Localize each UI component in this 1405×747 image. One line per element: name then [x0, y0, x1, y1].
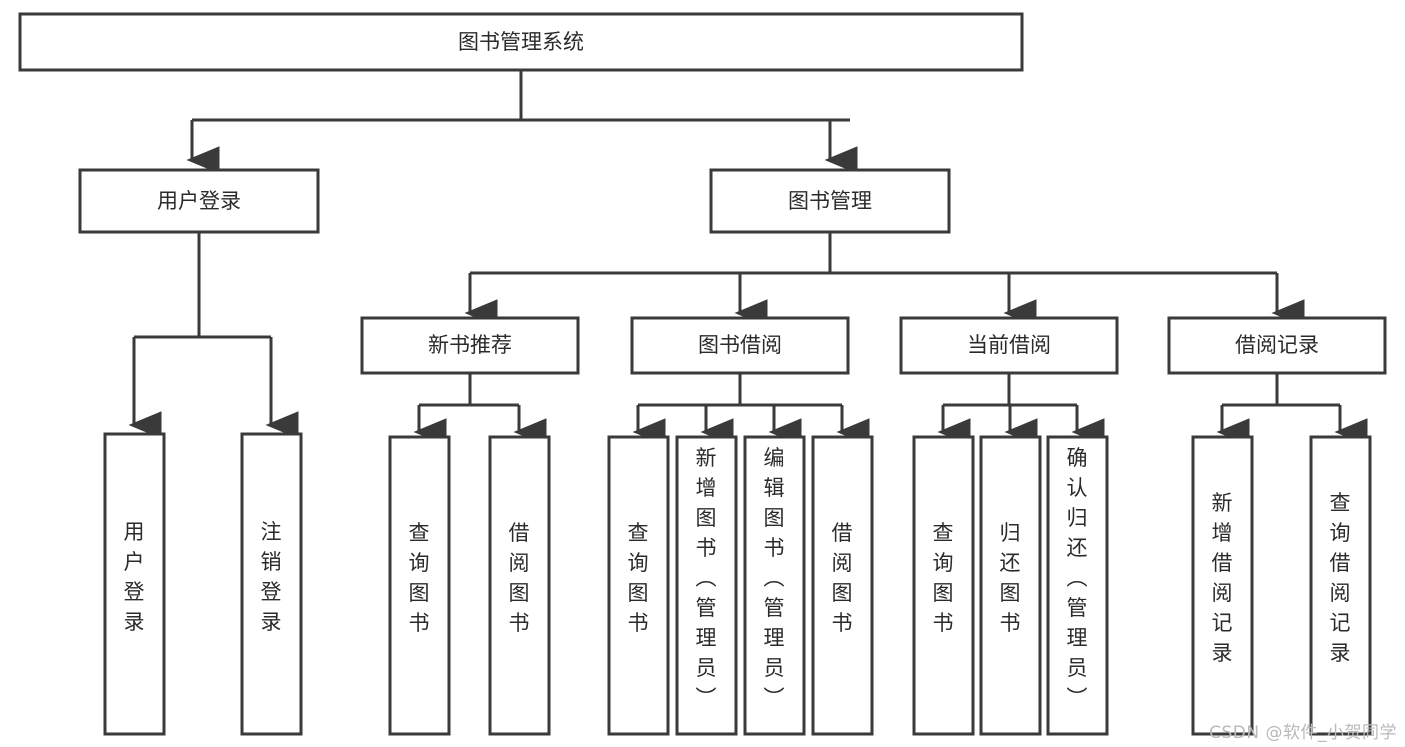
- connector-group-user-login: [128, 232, 299, 439]
- node-book-borrow-label: 图书借阅: [698, 333, 782, 357]
- node-leaf-edit-book[interactable]: 编辑图书︵管理员︶: [743, 435, 806, 736]
- node-book-manage-label: 图书管理: [788, 189, 872, 213]
- node-book-borrow-box[interactable]: [630, 316, 850, 375]
- connector-group-root: [186, 70, 858, 174]
- node-leaf-query-book-1[interactable]: 查询图书: [388, 435, 451, 736]
- node-leaf-return-book-box[interactable]: [979, 435, 1042, 736]
- node-leaf-user-logout-box[interactable]: [240, 432, 303, 736]
- node-user-login[interactable]: 用户登录: [78, 168, 320, 234]
- node-book-manage[interactable]: 图书管理: [709, 168, 951, 234]
- node-leaf-user-logout[interactable]: 注销登录: [240, 432, 303, 736]
- node-borrow-record-label: 借阅记录: [1235, 333, 1319, 357]
- node-leaf-add-book[interactable]: 新增图书︵管理员︶: [675, 435, 738, 736]
- node-leaf-user-login-box[interactable]: [103, 432, 166, 736]
- connector-group-new-book-rec: [413, 373, 547, 446]
- node-new-book-rec-label: 新书推荐: [428, 333, 512, 357]
- node-leaf-query-book-3-box[interactable]: [912, 435, 975, 736]
- node-leaf-add-record-box[interactable]: [1191, 435, 1254, 736]
- node-current-borrow-box[interactable]: [899, 316, 1119, 375]
- connector-group-borrow-record: [1216, 373, 1368, 446]
- node-root-box[interactable]: [18, 12, 1024, 72]
- node-root[interactable]: 图书管理系统: [18, 12, 1024, 72]
- node-leaf-add-book-label: 新增图书︵管理员︶: [696, 446, 717, 710]
- node-root-label: 图书管理系统: [458, 30, 584, 54]
- node-leaf-confirm-return-label: 确认归还︵管理员︶: [1067, 446, 1088, 710]
- node-leaf-user-logout-label: 注销登录: [261, 520, 282, 634]
- node-leaf-edit-book-box[interactable]: [743, 435, 806, 736]
- node-current-borrow-label: 当前借阅: [967, 333, 1051, 357]
- node-leaf-user-login[interactable]: 用户登录: [103, 432, 166, 736]
- node-leaf-borrow-book-2[interactable]: 借阅图书: [811, 435, 874, 736]
- node-new-book-rec-box[interactable]: [360, 316, 580, 375]
- node-leaf-borrow-book-2-label: 借阅图书: [832, 521, 853, 635]
- node-leaf-query-book-3[interactable]: 查询图书: [912, 435, 975, 736]
- connector-group-book-borrow: [632, 373, 870, 446]
- node-current-borrow[interactable]: 当前借阅: [899, 316, 1119, 375]
- node-borrow-record[interactable]: 借阅记录: [1167, 316, 1387, 375]
- node-leaf-borrow-book-1[interactable]: 借阅图书: [488, 435, 551, 736]
- connector-group-current-borrow: [937, 373, 1105, 446]
- watermark-text: CSDN @软件_小贺同学: [1209, 723, 1397, 743]
- node-leaf-confirm-return-box[interactable]: [1046, 435, 1109, 736]
- node-leaf-add-record-label: 新增借阅记录: [1212, 491, 1233, 665]
- node-user-login-box[interactable]: [78, 168, 320, 234]
- node-leaf-query-record[interactable]: 查询借阅记录: [1309, 435, 1372, 736]
- node-book-borrow[interactable]: 图书借阅: [630, 316, 850, 375]
- node-new-book-rec[interactable]: 新书推荐: [360, 316, 580, 375]
- node-leaf-query-record-box[interactable]: [1309, 435, 1372, 736]
- node-leaf-borrow-book-1-label: 借阅图书: [509, 521, 530, 635]
- node-leaf-add-record[interactable]: 新增借阅记录: [1191, 435, 1254, 736]
- node-leaf-return-book-label: 归还图书: [1000, 521, 1021, 635]
- connector-group-book-manage: [464, 232, 1305, 327]
- node-leaf-query-record-label: 查询借阅记录: [1330, 491, 1351, 665]
- node-leaf-confirm-return[interactable]: 确认归还︵管理员︶: [1046, 435, 1109, 736]
- node-leaf-query-book-1-box[interactable]: [388, 435, 451, 736]
- node-user-login-label: 用户登录: [157, 189, 241, 213]
- node-leaf-query-book-2-box[interactable]: [607, 435, 670, 736]
- node-leaf-query-book-3-label: 查询图书: [933, 521, 954, 635]
- node-leaf-query-book-1-label: 查询图书: [409, 521, 430, 635]
- node-leaf-borrow-book-2-box[interactable]: [811, 435, 874, 736]
- node-leaf-edit-book-label: 编辑图书︵管理员︶: [764, 446, 785, 710]
- node-leaf-query-book-2-label: 查询图书: [628, 521, 649, 635]
- node-book-manage-box[interactable]: [709, 168, 951, 234]
- node-leaf-borrow-book-1-box[interactable]: [488, 435, 551, 736]
- node-leaf-return-book[interactable]: 归还图书: [979, 435, 1042, 736]
- node-borrow-record-box[interactable]: [1167, 316, 1387, 375]
- node-leaf-add-book-box[interactable]: [675, 435, 738, 736]
- node-leaf-query-book-2[interactable]: 查询图书: [607, 435, 670, 736]
- node-leaf-user-login-label: 用户登录: [124, 520, 145, 634]
